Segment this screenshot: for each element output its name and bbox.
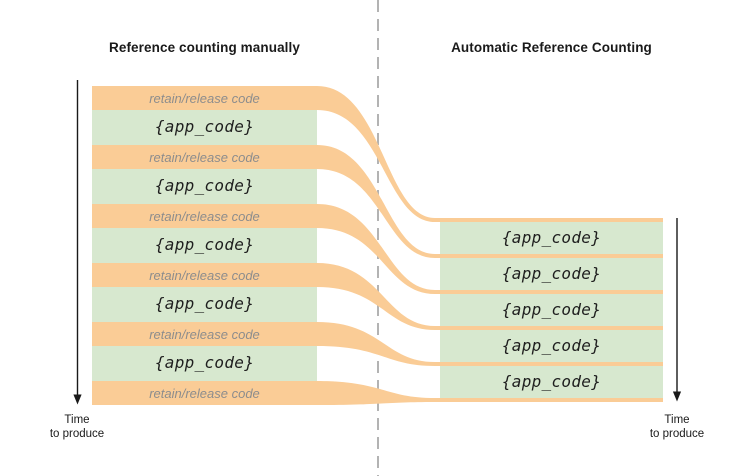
left-app-code-band xyxy=(92,110,317,145)
right-app-code-band xyxy=(440,222,663,254)
left-app-code-band xyxy=(92,346,317,381)
right-app-code-band xyxy=(440,258,663,290)
time-label-line: to produce xyxy=(649,428,705,440)
left-app-code-band xyxy=(92,228,317,263)
left-app-code-band xyxy=(92,287,317,322)
right-panel-title: Automatic Reference Counting xyxy=(451,40,652,55)
retain-release-flow-band xyxy=(92,86,663,222)
right-time-label: Time to produce xyxy=(637,413,717,441)
right-app-code-band xyxy=(440,366,663,398)
retain-release-flow-band xyxy=(92,145,663,258)
left-app-code-band xyxy=(92,169,317,204)
right-time-arrow-head xyxy=(672,391,682,402)
left-time-label: Time to produce xyxy=(37,413,117,441)
left-panel-title: Reference counting manually xyxy=(109,40,300,55)
time-label-line: to produce xyxy=(49,428,105,440)
time-label-line: Time xyxy=(664,414,690,426)
right-app-code-band xyxy=(440,294,663,326)
retain-release-flow-band xyxy=(92,381,663,405)
retain-release-flow-band xyxy=(92,263,663,330)
retain-release-flow-band xyxy=(92,204,663,294)
retain-release-flow-band xyxy=(92,322,663,366)
time-label-line: Time xyxy=(64,414,90,426)
right-app-code-band xyxy=(440,330,663,362)
left-time-arrow-head xyxy=(73,394,82,405)
